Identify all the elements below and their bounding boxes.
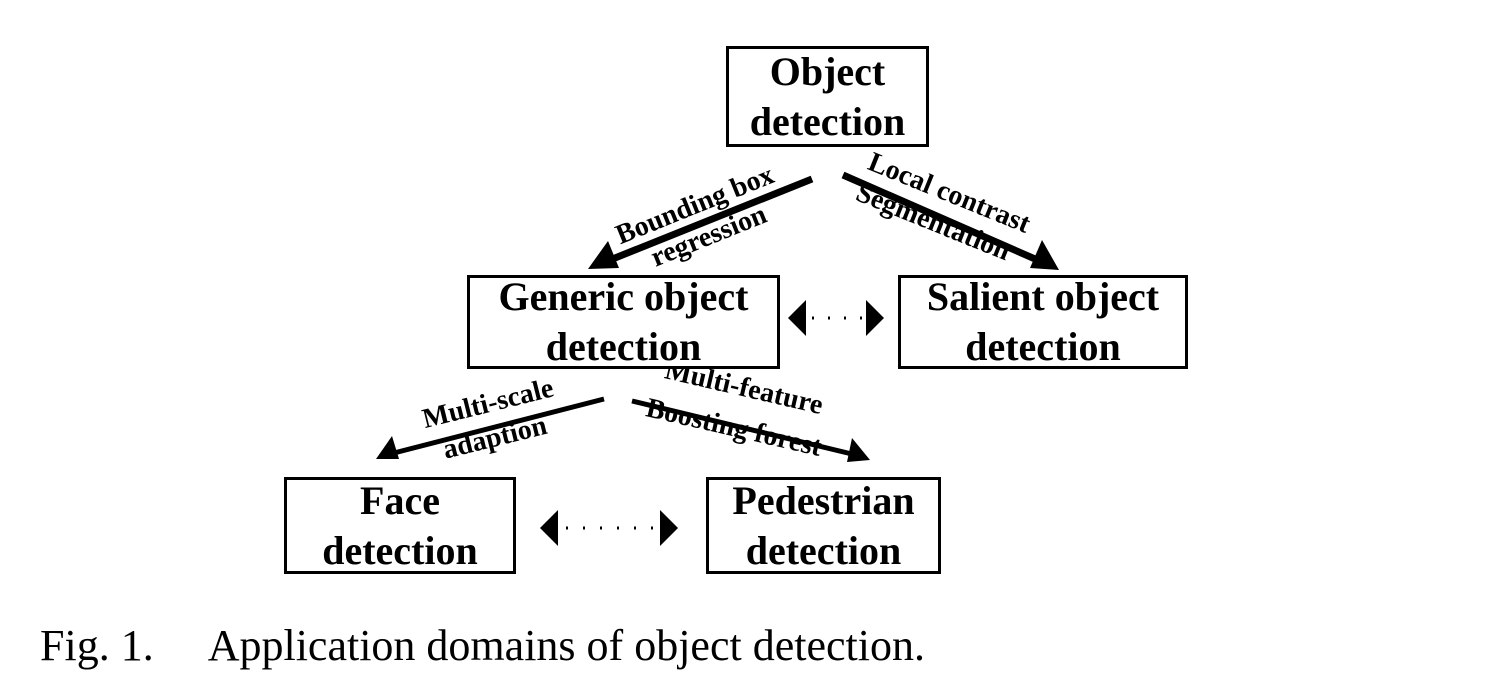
arrow-to-salient-shaft <box>841 171 1044 266</box>
double-arrow-bottom-right-head <box>660 510 678 546</box>
arrow-to-pedestrian-shaft <box>631 398 857 458</box>
arrow-to-face-head <box>376 436 399 459</box>
arrow-to-generic-shaft <box>603 175 814 266</box>
arrow-to-generic-head <box>588 241 619 269</box>
node-generic-object-detection: Generic object detection <box>467 274 780 369</box>
arrow-to-salient-head <box>1030 240 1059 270</box>
node-salient-object-detection-line-2: detection <box>965 324 1121 369</box>
double-arrow-top-left-head <box>788 300 806 336</box>
node-object-detection-line-2: detection <box>749 98 906 144</box>
node-face-detection: Face detection <box>284 477 516 574</box>
figure-caption-text: Application domains of object detection. <box>207 621 925 670</box>
double-arrow-top-right-head <box>866 300 884 336</box>
figure-caption: Fig. 1. Application domains of object det… <box>40 618 925 674</box>
node-object-detection-line-1: Object <box>769 48 886 94</box>
object-detection-diagram: Bounding box regression Local contrast S… <box>284 46 1188 574</box>
node-pedestrian-detection-line-2: detection <box>745 527 902 573</box>
node-face-detection-line-1: Face <box>360 477 440 523</box>
double-arrow-bottom-left-head <box>540 510 558 546</box>
arrow-to-face-shaft <box>389 396 605 457</box>
node-generic-object-detection-line-2: detection <box>545 324 702 369</box>
figure-number: Fig. 1. <box>40 621 154 670</box>
node-pedestrian-detection-line-1: Pedestrian <box>732 477 915 523</box>
node-salient-object-detection: Salient object detection <box>898 274 1188 369</box>
node-generic-object-detection-line-1: Generic object <box>498 274 749 319</box>
node-object-detection: Object detection <box>726 46 929 147</box>
arrow-to-pedestrian-head <box>847 438 870 462</box>
node-face-detection-line-2: detection <box>322 527 478 573</box>
node-salient-object-detection-line-1: Salient object <box>926 274 1160 319</box>
node-pedestrian-detection: Pedestrian detection <box>706 477 941 574</box>
